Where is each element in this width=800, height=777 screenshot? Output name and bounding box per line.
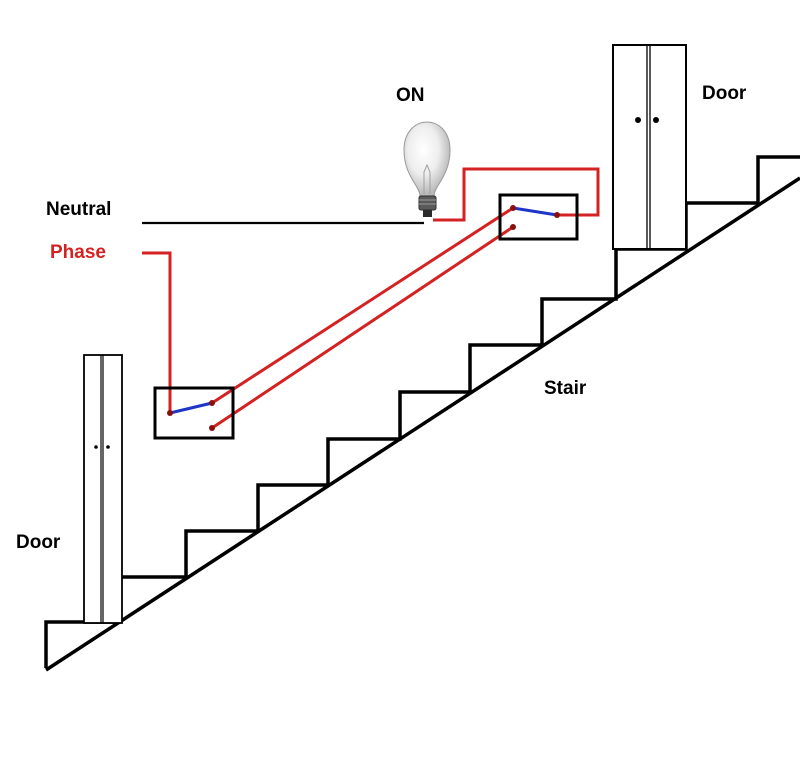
bulb-base — [418, 195, 437, 211]
phase-label: Phase — [50, 242, 106, 263]
door-lower-handle-left — [94, 445, 98, 449]
door-lower-label: Door — [16, 532, 61, 553]
switch-upper — [498, 193, 579, 241]
door-upper-label: Door — [702, 83, 747, 104]
traveler-wire-top — [211, 206, 514, 405]
phase-wire-supply — [142, 251, 172, 412]
door-upper-handle-right — [653, 117, 659, 123]
stair-stringer — [45, 176, 800, 672]
door-lower — [83, 354, 123, 624]
bulb-glass — [403, 121, 451, 197]
bulb-filament — [423, 163, 431, 194]
switch-upper-lever — [512, 206, 558, 217]
switch-lower-lever — [169, 401, 213, 415]
stair-label: Stair — [544, 378, 587, 399]
light-bulb-icon — [403, 121, 451, 217]
door-upper — [612, 44, 687, 250]
door-lower-handle-right — [106, 445, 110, 449]
switch-lower — [153, 386, 235, 440]
neutral-label: Neutral — [46, 199, 112, 220]
bulb-contact — [423, 210, 432, 217]
phase-wiring — [142, 167, 600, 430]
lamp-state-label: ON — [396, 85, 425, 106]
door-upper-handle-left — [635, 117, 641, 123]
lamp-return-wire — [433, 167, 600, 222]
traveler-wire-bottom — [211, 225, 514, 430]
